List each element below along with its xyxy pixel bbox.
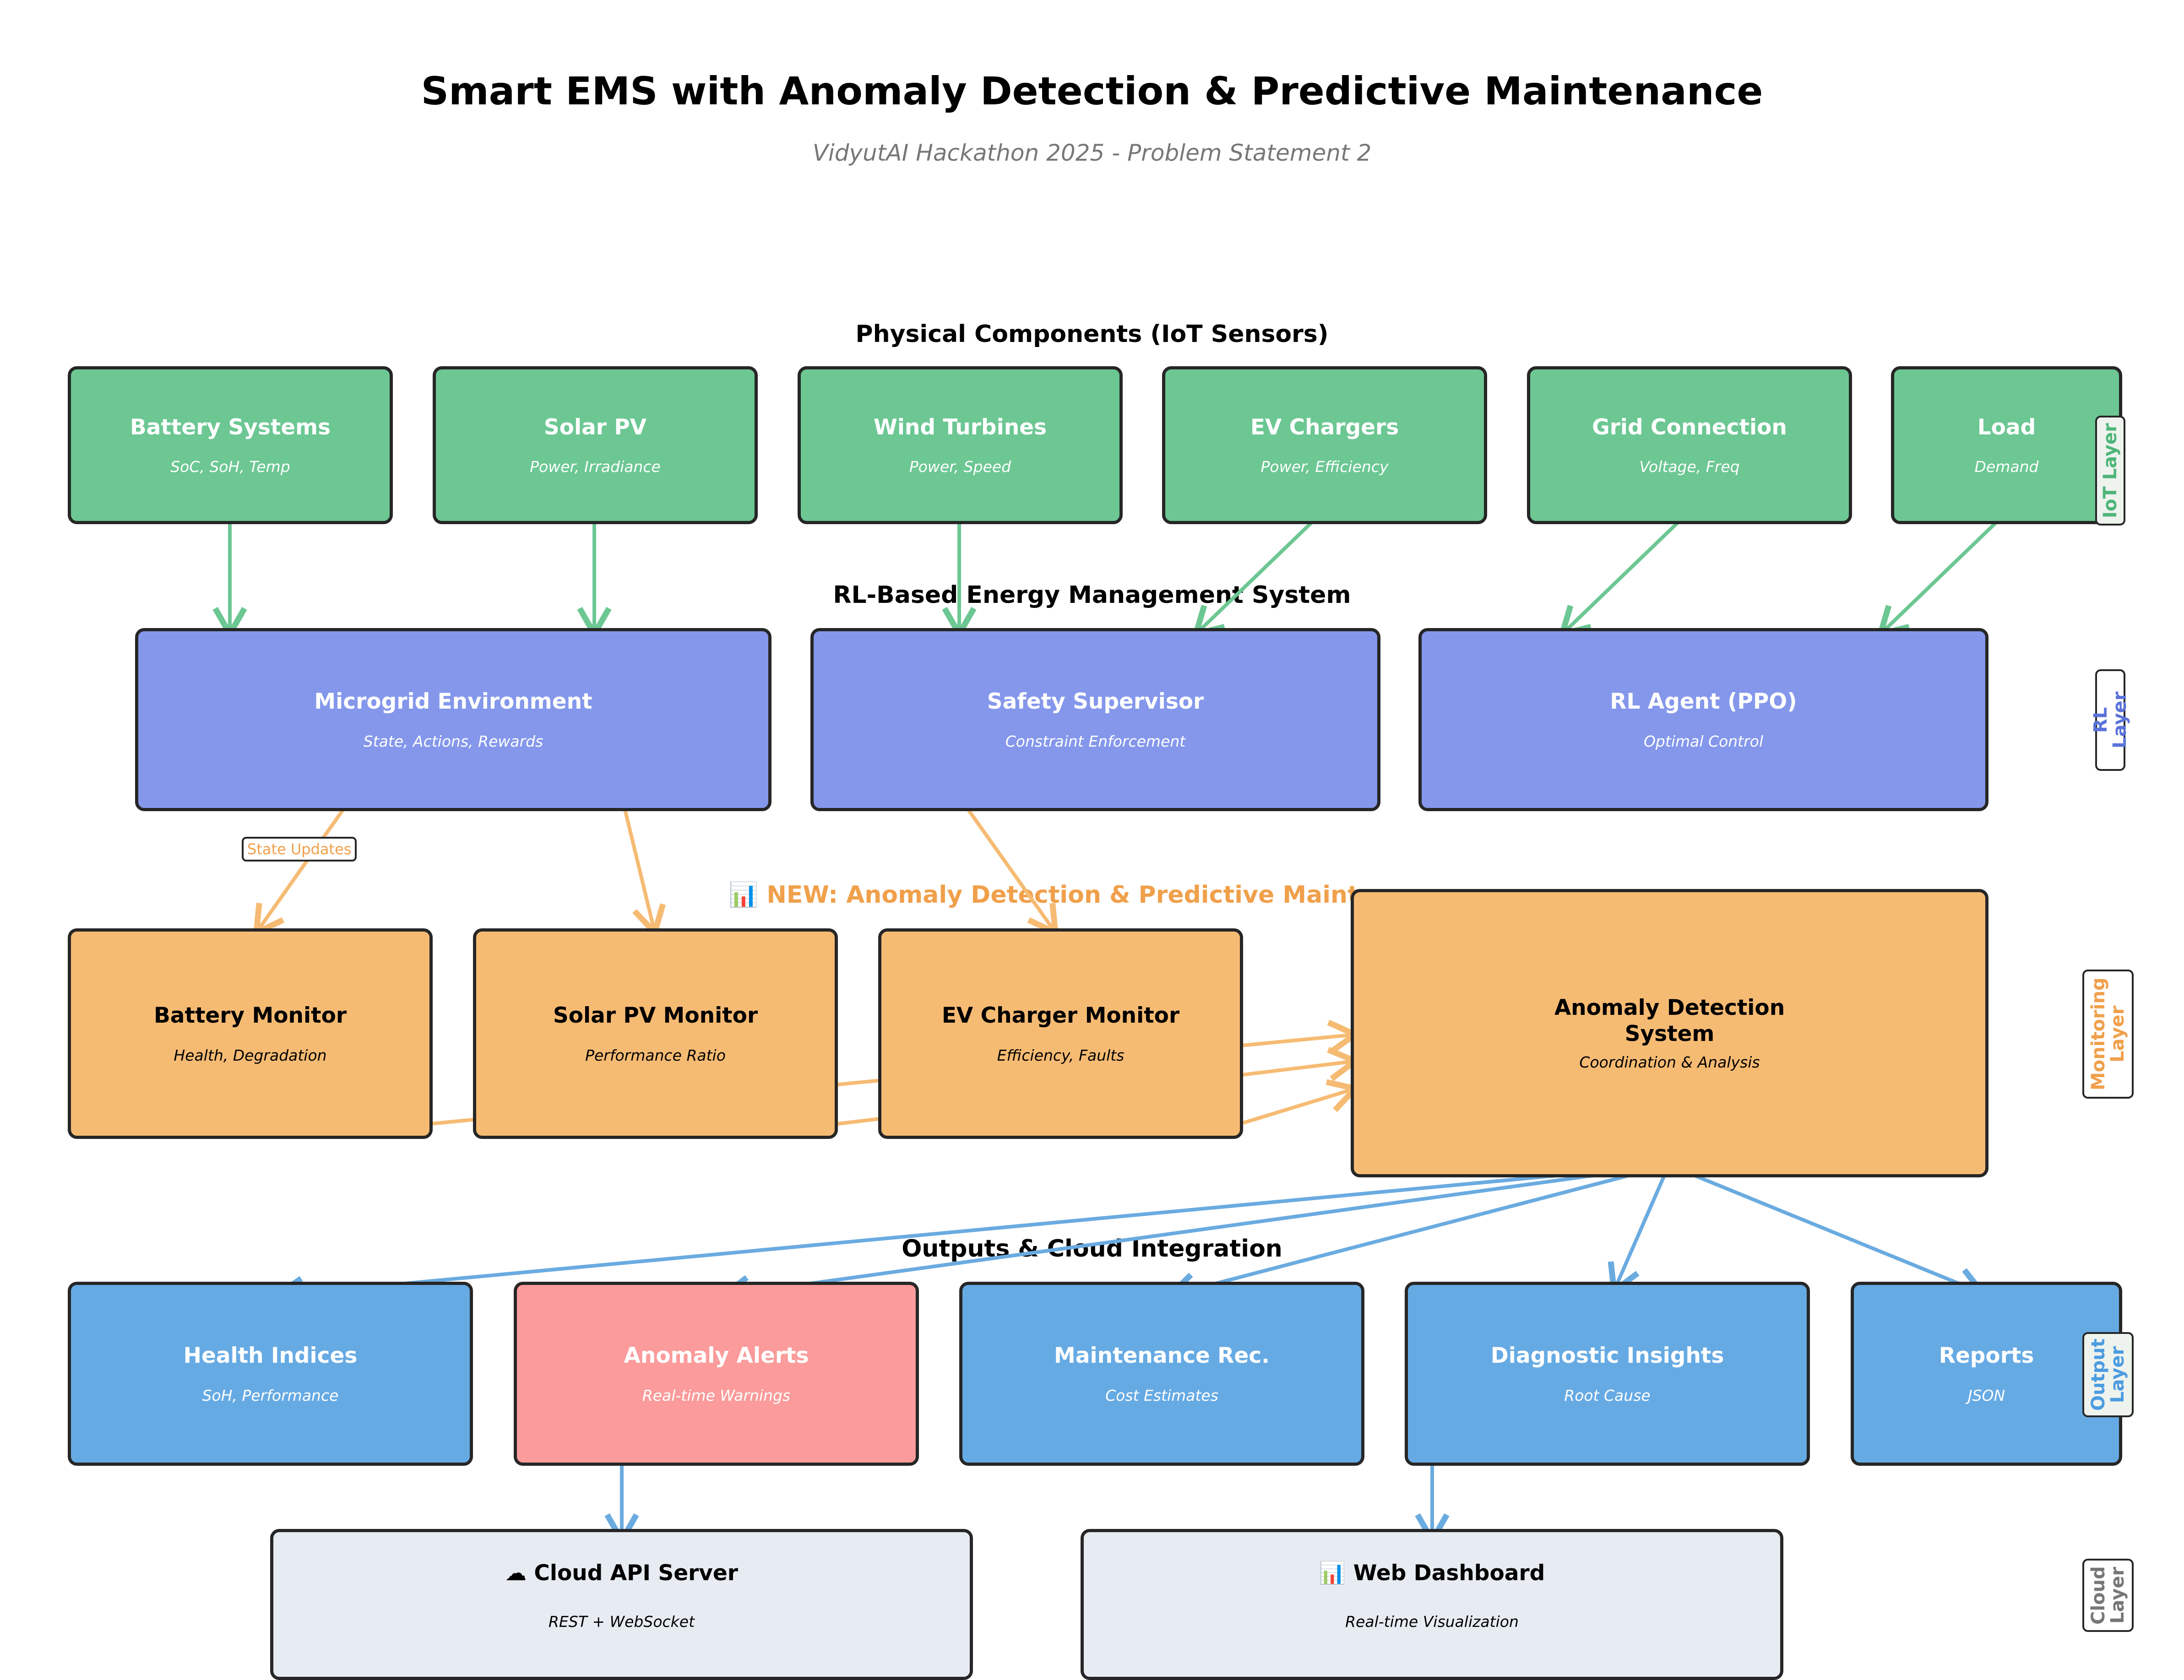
node-title: Solar PV Monitor: [553, 1003, 758, 1029]
node-title: Safety Supervisor: [987, 689, 1204, 715]
node-grid-connection: Grid Connection Voltage, Freq: [1527, 366, 1852, 524]
node-title: Anomaly Detection System: [1554, 995, 1785, 1046]
arrow-ev-monitor-to-anomaly: [1242, 1079, 1361, 1125]
node-rl-agent: RL Agent (PPO) Optimal Control: [1418, 628, 1988, 811]
arrow-anomaly-to-maintenance: [1164, 1163, 1670, 1306]
node-maintenance-rec: Maintenance Rec. Cost Estimates: [959, 1282, 1364, 1466]
arrow-anomaly-to-reports: [1668, 1163, 1988, 1300]
node-anomaly-alerts: Anomaly Alerts Real-time Warnings: [514, 1282, 919, 1466]
node-solar-pv: Solar PV Power, Irradiance: [433, 366, 758, 524]
node-title: Diagnostic Insights: [1490, 1343, 1724, 1369]
node-title: RL Agent (PPO): [1610, 689, 1797, 715]
node-subtitle: Power, Irradiance: [530, 458, 661, 476]
node-ev-chargers: EV Chargers Power, Efficiency: [1162, 366, 1487, 524]
node-title: EV Chargers: [1250, 414, 1399, 440]
node-subtitle: Demand: [1974, 458, 2039, 476]
node-ev-charger-monitor: EV Charger Monitor Efficiency, Faults: [878, 928, 1243, 1139]
node-subtitle: JSON: [1967, 1386, 2005, 1404]
node-subtitle: Voltage, Freq: [1639, 458, 1740, 476]
layer-label-output: Output Layer: [2082, 1332, 2134, 1417]
node-title: Microgrid Environment: [314, 689, 592, 715]
node-safety-supervisor: Safety Supervisor Constraint Enforcement: [810, 628, 1380, 811]
node-subtitle: Power, Speed: [909, 458, 1011, 476]
diagram-title: Smart EMS with Anomaly Detection & Predi…: [421, 69, 1763, 114]
arrow-ev-to-safety: [1191, 510, 1325, 638]
node-subtitle: Performance Ratio: [585, 1046, 726, 1064]
node-diagnostic-insights: Diagnostic Insights Root Cause: [1405, 1282, 1810, 1466]
arrow-microgrid-to-solar-monitor: [621, 800, 666, 938]
node-battery-systems: Battery Systems SoC, SoH, Temp: [68, 366, 393, 524]
section-heading-monitoring: 📊 NEW: Anomaly Detection & Predictive Ma…: [728, 881, 1456, 909]
node-title: Reports: [1939, 1343, 2034, 1369]
node-reports: Reports JSON: [1851, 1282, 2122, 1466]
section-heading-iot: Physical Components (IoT Sensors): [855, 320, 1329, 348]
layer-label-cloud: Cloud Layer: [2082, 1559, 2134, 1632]
layer-label-iot: IoT Layer: [2095, 416, 2125, 526]
node-subtitle: Efficiency, Faults: [997, 1046, 1125, 1064]
node-subtitle: State, Actions, Rewards: [363, 732, 543, 750]
node-load: Load Demand: [1891, 366, 2122, 524]
node-subtitle: REST + WebSocket: [548, 1613, 695, 1631]
node-subtitle: SoH, Performance: [202, 1386, 339, 1404]
node-title: Health Indices: [183, 1343, 358, 1369]
node-subtitle: Cost Estimates: [1105, 1386, 1218, 1404]
node-subtitle: Real-time Warnings: [642, 1386, 791, 1404]
node-wind-turbines: Wind Turbines Power, Speed: [798, 366, 1123, 524]
node-battery-monitor: Battery Monitor Health, Degradation: [68, 928, 433, 1139]
node-anomaly-detection-system: Anomaly Detection System Coordination & …: [1351, 889, 1988, 1177]
arrow-anomaly-to-health: [271, 1163, 1669, 1311]
layer-label-rl: RL Layer: [2090, 669, 2130, 771]
arrow-load-to-agent: [1876, 510, 2009, 638]
node-title: Battery Systems: [130, 414, 331, 440]
arrow-anomaly-to-alerts: [717, 1163, 1669, 1309]
node-title: Maintenance Rec.: [1054, 1343, 1270, 1369]
node-cloud-api-server: ☁ Cloud API Server REST + WebSocket: [270, 1529, 973, 1680]
arrow-safety-to-ev-monitor: [960, 799, 1059, 938]
node-subtitle: Optimal Control: [1643, 732, 1764, 750]
node-health-indices: Health Indices SoH, Performance: [68, 1282, 473, 1466]
diagram-subtitle: VidyutAI Hackathon 2025 - Problem Statem…: [812, 140, 1372, 166]
node-subtitle: Health, Degradation: [174, 1046, 327, 1064]
node-title: Anomaly Alerts: [624, 1343, 809, 1369]
node-subtitle: SoC, SoH, Temp: [170, 458, 290, 476]
section-heading-outputs: Outputs & Cloud Integration: [902, 1235, 1282, 1263]
node-solar-pv-monitor: Solar PV Monitor Performance Ratio: [473, 928, 838, 1139]
node-subtitle: Coordination & Analysis: [1579, 1053, 1760, 1071]
node-title: Wind Turbines: [873, 414, 1047, 440]
node-title: 📊 Web Dashboard: [1319, 1561, 1545, 1586]
edge-label-state-updates: State Updates: [242, 837, 357, 862]
node-title: Grid Connection: [1592, 414, 1787, 440]
layer-label-monitoring: Monitoring Layer: [2082, 970, 2134, 1099]
node-title: ☁ Cloud API Server: [505, 1561, 738, 1586]
node-microgrid-environment: Microgrid Environment State, Actions, Re…: [135, 628, 771, 811]
arrow-anomaly-to-diagnostic: [1608, 1164, 1671, 1296]
node-title: Battery Monitor: [153, 1003, 347, 1029]
node-subtitle: Constraint Enforcement: [1005, 732, 1186, 750]
arrow-grid-to-agent: [1558, 510, 1691, 638]
node-subtitle: Real-time Visualization: [1345, 1613, 1519, 1631]
node-title: EV Charger Monitor: [941, 1003, 1180, 1029]
node-title: Solar PV: [543, 414, 647, 440]
section-heading-rl: RL-Based Energy Management System: [833, 581, 1351, 609]
arrow-microgrid-to-battery-monitor: [253, 799, 352, 938]
node-title: Load: [1977, 414, 2036, 440]
node-subtitle: Root Cause: [1564, 1386, 1651, 1404]
node-subtitle: Power, Efficiency: [1260, 458, 1389, 476]
node-web-dashboard: 📊 Web Dashboard Real-time Visualization: [1081, 1529, 1783, 1680]
